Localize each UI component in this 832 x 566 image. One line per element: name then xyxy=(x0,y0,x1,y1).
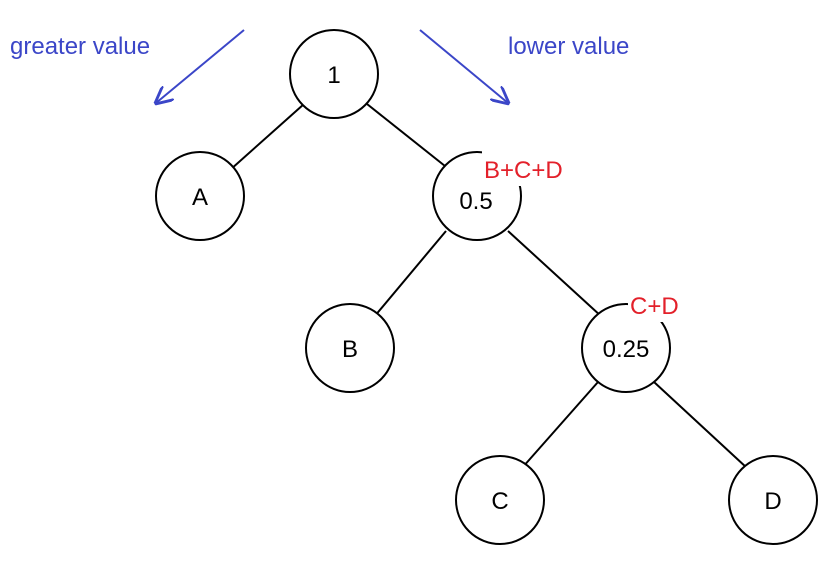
node-d-label: D xyxy=(764,488,781,515)
edge-root-05 xyxy=(366,103,451,171)
greater-value-label: greater value xyxy=(10,33,150,60)
edge-05-025 xyxy=(507,230,603,318)
node-c: C xyxy=(455,455,545,545)
node-a-label: A xyxy=(192,184,208,211)
node-c-label: C xyxy=(491,488,508,515)
greater-value-arrow xyxy=(156,29,245,103)
sum-bcd-backdrop xyxy=(482,150,586,186)
sum-cd-backdrop xyxy=(628,290,694,322)
node-b-label: B xyxy=(342,336,358,363)
edge-025-c xyxy=(521,381,599,469)
node-root: 1 xyxy=(289,29,379,119)
sum-cd-label: C+D xyxy=(630,293,679,320)
edge-025-d xyxy=(653,381,748,469)
lower-value-arrow xyxy=(419,29,508,103)
node-root-label: 1 xyxy=(327,62,340,89)
node-b: B xyxy=(305,303,395,393)
node-0-5-label: 0.5 xyxy=(459,188,492,215)
node-0-25: 0.25 xyxy=(581,303,671,393)
node-0-25-label: 0.25 xyxy=(603,336,650,363)
node-d: D xyxy=(728,455,818,545)
lower-value-label: lower value xyxy=(508,33,629,60)
node-a: A xyxy=(155,151,245,241)
edge-root-a xyxy=(229,103,305,171)
sum-bcd-label: B+C+D xyxy=(484,157,563,184)
edge-05-b xyxy=(373,230,447,318)
